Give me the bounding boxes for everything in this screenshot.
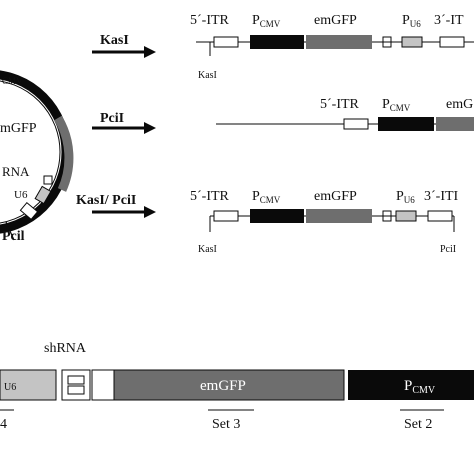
plasmid-map: CMV mGFP RNA U6 Pcil <box>0 70 74 244</box>
pcmv-block <box>250 209 304 223</box>
u6-label: U6 <box>4 382 16 393</box>
itr3-block <box>439 36 465 48</box>
set3-label: Set 3 <box>212 417 240 432</box>
emgfp-block <box>306 209 372 223</box>
emgfp-block <box>306 35 372 49</box>
emgfp-label: emGFP <box>200 378 246 394</box>
itr5-block <box>343 118 369 130</box>
pcmv-block <box>250 35 304 49</box>
label-5-itr: 5´-ITR <box>320 97 360 112</box>
emgfp-segment <box>113 369 345 401</box>
plasmid-shrna-box <box>43 175 53 185</box>
kasi-site-label: KasI <box>198 244 217 255</box>
label-3-itr: 3´-IT <box>434 13 464 28</box>
itr3-block <box>427 210 453 222</box>
label-pcmv: PCMV <box>252 189 281 205</box>
plasmid-label-u6: U6 <box>14 189 28 201</box>
enzyme-label: KasI <box>100 33 129 48</box>
label-emgfp: emG <box>446 97 473 112</box>
label-pcmv: PCMV <box>252 13 281 29</box>
plasmid-itr-box <box>19 201 39 221</box>
pcii-site-label: PciI <box>440 244 456 255</box>
label-pcmv: PCMV <box>382 97 411 113</box>
itr5-block <box>213 210 239 222</box>
label-5-itr: 5´-ITR <box>190 189 230 204</box>
plasmid-gfp-segment <box>54 115 74 192</box>
pcmv-segment <box>348 370 474 400</box>
arrow-head <box>144 46 156 58</box>
plasmid-label-rna: RNA <box>2 164 30 179</box>
construct-bar: shRNA U6 emGFP PCMV 4 Set 3 Set 2 <box>0 341 474 432</box>
plasmid-u6-box <box>34 185 52 205</box>
label-pu6: PU6 <box>396 189 415 205</box>
enzyme-label: KasI/ PciI <box>76 193 136 208</box>
plasmid-pcil-tick <box>5 221 15 241</box>
arrow-head <box>144 206 156 218</box>
itr5-block <box>213 36 239 48</box>
label-5-itr: 5´-ITR <box>190 13 230 28</box>
shrna-hairpin-bottom <box>67 385 85 395</box>
plasmid-label-cmv: CMV <box>2 76 23 86</box>
digest-row-kasi: KasI 5´-ITR PCMV emGFP PU6 3´-IT KasI <box>92 13 474 81</box>
shrna-hairpin-top <box>67 375 85 385</box>
pu6-block <box>395 210 417 222</box>
label-emgfp: emGFP <box>314 13 357 28</box>
plasmid-label-pcil: Pcil <box>2 229 25 244</box>
kasi-site-label: KasI <box>198 70 217 81</box>
set2-label: Set 2 <box>404 417 432 432</box>
plasmid-ring <box>0 70 71 234</box>
shrna-label: shRNA <box>44 341 87 356</box>
shrna-segment <box>61 369 91 401</box>
spacer-segment <box>91 369 115 401</box>
pcmv-block <box>378 117 434 131</box>
pu6-block <box>401 36 423 48</box>
plasmid-inner-ring <box>0 80 61 224</box>
set4-label: 4 <box>0 417 7 432</box>
label-pu6: PU6 <box>402 13 421 29</box>
plasmid-label-gfp: mGFP <box>0 121 37 136</box>
digest-row-pcii: PciI 5´-ITR PCMV emG <box>92 97 474 134</box>
label-3-itr: 3´-ITI <box>424 189 459 204</box>
emgfp-block <box>436 117 474 131</box>
digest-row-kasi-pcii: KasI/ PciI 5´-ITR PCMV emGFP PU6 3´-ITI … <box>76 189 459 255</box>
arrow-head <box>144 122 156 134</box>
pcmv-label: PCMV <box>404 378 436 396</box>
enzyme-label: PciI <box>100 111 124 126</box>
u6-segment <box>0 369 57 401</box>
label-emgfp: emGFP <box>314 189 357 204</box>
